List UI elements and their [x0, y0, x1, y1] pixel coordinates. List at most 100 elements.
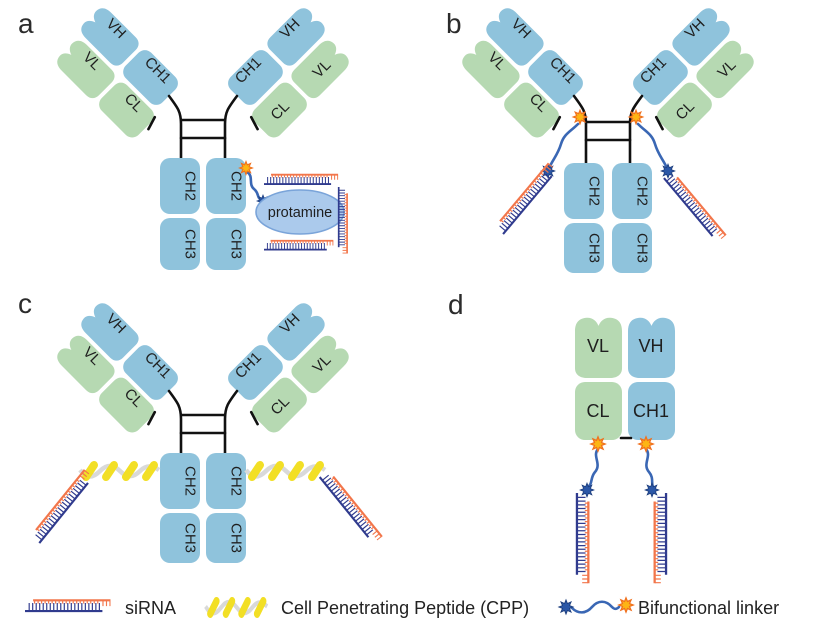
legend-linker-label: Bifunctional linker	[638, 598, 779, 618]
legend-item-cpp: Cell Penetrating Peptide (CPP)	[206, 598, 529, 618]
ch1-label: CH1	[633, 401, 669, 421]
sirna-duplex	[339, 187, 347, 254]
ch2-label: CH2	[182, 171, 199, 201]
ch1-domain	[228, 345, 283, 400]
ch2-domain	[206, 453, 246, 509]
sirna-duplex	[264, 241, 333, 250]
ch3-label: CH3	[182, 523, 199, 553]
linker-wave	[245, 170, 262, 201]
light-heavy-disulfide	[654, 115, 664, 131]
ch3-label: CH3	[228, 229, 245, 259]
sirna-duplex	[577, 493, 588, 583]
linker-blue-star-icon	[660, 163, 676, 179]
ch3-domain	[160, 513, 200, 563]
ch3-domain	[206, 513, 246, 563]
legend-item-sirna: siRNA	[25, 598, 176, 618]
panel-d-letter: d	[448, 289, 464, 320]
ch1-domain	[123, 345, 178, 400]
hinge-right	[223, 389, 239, 455]
panel-a-letter: a	[18, 8, 34, 39]
sirna-duplex-icon	[25, 600, 111, 611]
ch3-label: CH3	[228, 523, 245, 553]
light-heavy-disulfide	[147, 410, 157, 426]
cpp-helix-icon	[206, 601, 268, 614]
legend-sirna-label: siRNA	[125, 598, 176, 618]
hinge-right	[223, 94, 239, 160]
cpp-helix	[246, 465, 325, 477]
ch3-domain	[612, 223, 652, 273]
fab-arm-right: VH CH1 VL CL	[633, 4, 758, 138]
fab-arm-left: VH CH1 VL CL	[53, 299, 178, 433]
linker-wave	[636, 122, 668, 168]
legend-item-linker: Bifunctional linker	[558, 597, 779, 618]
hinge-left	[167, 389, 183, 455]
legend-cpp-label: Cell Penetrating Peptide (CPP)	[281, 598, 529, 618]
ch1-domain	[123, 50, 178, 105]
ch2-domain	[612, 163, 652, 219]
ch3-domain	[206, 218, 246, 270]
fab-arm-right: VH CH1 VL CL	[228, 4, 353, 138]
cl-domain	[504, 82, 559, 138]
linker-orange-star-icon	[239, 161, 253, 175]
cl-domain	[252, 377, 307, 433]
ch2-label: CH2	[228, 171, 245, 201]
ch1-domain	[633, 50, 688, 105]
panel-c-letter: c	[18, 288, 32, 319]
linker-blue-star-icon	[644, 482, 660, 498]
ch2-label: CH2	[228, 466, 245, 496]
cl-domain	[252, 82, 307, 138]
linker-wave	[548, 122, 580, 168]
ch2-domain	[160, 158, 200, 214]
panel-a: a VH CH1 VL CL VH CH1 VL CL	[18, 4, 353, 270]
ch1-domain	[628, 382, 675, 440]
hinge-left	[572, 94, 588, 165]
vl-label: VL	[587, 336, 609, 356]
ch2-label: CH2	[182, 466, 199, 496]
ch3-label: CH3	[634, 233, 651, 263]
panel-b-letter: b	[446, 8, 462, 39]
sirna-duplex	[320, 470, 382, 543]
ch2-domain	[160, 453, 200, 509]
hinge-left	[167, 94, 183, 160]
cl-domain	[99, 82, 154, 138]
linker-wave	[644, 447, 655, 489]
fab-arm-left: VH CH1 VL CL	[458, 4, 583, 138]
sirna-duplex	[31, 470, 93, 543]
cl-label: CL	[586, 401, 609, 421]
linker-blue-star-icon	[579, 482, 595, 498]
panel-d: d VL VH CL CH1	[448, 289, 676, 583]
cpp-helix	[80, 465, 159, 477]
fab-arm-right: VH CH1 VL CL	[228, 299, 353, 433]
linker-wave-icon	[570, 600, 621, 614]
linker-orange-star-icon	[590, 436, 606, 452]
ch2-domain	[206, 158, 246, 214]
ch3-domain	[160, 218, 200, 270]
light-heavy-disulfide	[249, 410, 259, 426]
sirna-duplex	[264, 175, 338, 184]
vh-label: VH	[638, 336, 663, 356]
fab-arm-left: VH CH1 VL CL	[53, 4, 178, 138]
light-heavy-disulfide	[552, 115, 562, 131]
linker-orange-star-icon	[618, 597, 634, 613]
linker-orange-star-icon	[628, 109, 644, 125]
sirna-duplex	[664, 171, 726, 242]
figure-legend: siRNA Cell Penetrating Peptide (CPP) Bif…	[25, 598, 779, 618]
ch1-domain	[228, 50, 283, 105]
ch2-label: CH2	[586, 176, 603, 206]
linker-wave	[586, 447, 600, 489]
linker-blue-star-icon	[558, 599, 574, 615]
ch2-label: CH2	[634, 176, 651, 206]
sirna-duplex	[655, 493, 666, 583]
ch1-domain	[528, 50, 583, 105]
panel-b: b VH CH1 VL CL VH CH1 VL CL	[446, 4, 758, 273]
panel-c: c VH CH1 VL CL VH CH1 VL CL	[18, 288, 382, 563]
linker-orange-star-icon	[572, 109, 588, 125]
linker-orange-star-icon	[638, 436, 654, 452]
cl-domain	[99, 377, 154, 433]
light-heavy-disulfide	[147, 115, 157, 131]
cl-domain	[575, 382, 622, 440]
protamine-label: protamine	[268, 205, 332, 221]
ch2-domain	[564, 163, 604, 219]
